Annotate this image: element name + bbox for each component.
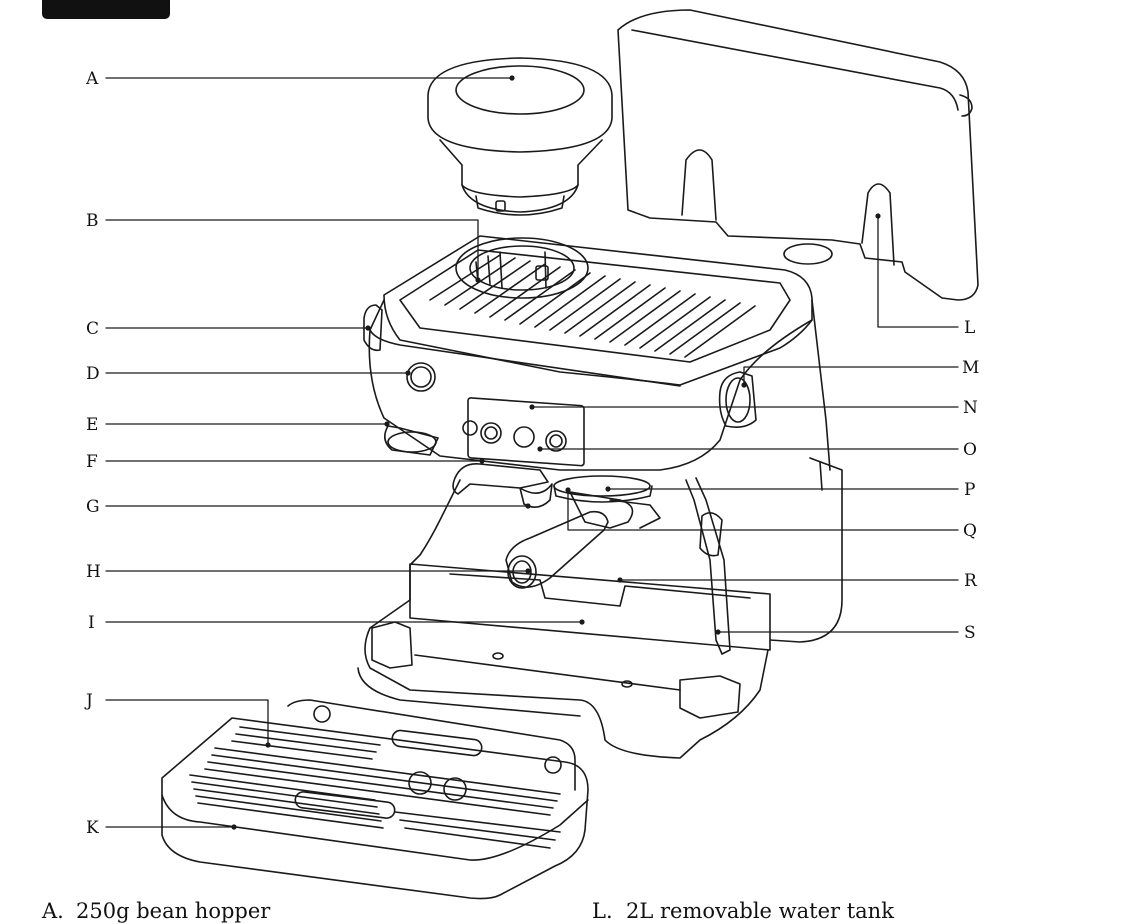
callout-c: C [86, 319, 99, 339]
leader-dots [231, 75, 881, 830]
drip-grille [161, 699, 589, 900]
callout-g: G [86, 497, 100, 517]
leader-m [743, 366, 959, 386]
bean-hopper [427, 57, 613, 216]
callout-b: B [86, 211, 99, 231]
callout-h: H [86, 562, 101, 582]
leader-q [567, 489, 959, 531]
caption-bean-hopper: A. 250g bean hopper [42, 899, 270, 923]
callout-k: K [86, 818, 99, 838]
drip-tray-base [357, 563, 771, 759]
callout-o: O [963, 440, 977, 460]
callout-i: I [88, 613, 95, 633]
callout-d: D [86, 364, 100, 384]
caption-l-letter: L. [592, 899, 613, 923]
caption-water-tank: L. 2L removable water tank [592, 899, 894, 923]
caption-a-text: 250g bean hopper [76, 899, 271, 923]
callout-labels: A B C D E F G H I J K L M N O P Q R S [84, 69, 979, 838]
caption-a-letter: A. [42, 899, 64, 923]
callout-q: Q [963, 521, 977, 541]
caption-l-text: 2L removable water tank [626, 899, 894, 923]
water-tank [617, 9, 979, 301]
section-tab-marker [42, 0, 170, 19]
leader-l [877, 215, 959, 328]
callout-m: M [962, 358, 979, 378]
callout-a: A [85, 69, 99, 89]
callout-n: N [963, 398, 978, 418]
callout-p: P [964, 480, 975, 500]
callout-j: J [84, 691, 93, 711]
machine-body [363, 235, 843, 655]
leader-j [105, 699, 269, 746]
callout-e: E [86, 415, 98, 435]
leader-b [105, 219, 479, 281]
callout-l: L [964, 318, 975, 338]
callout-r: R [964, 571, 978, 591]
callout-f: F [86, 452, 98, 472]
callout-s: S [964, 623, 976, 643]
leader-lines [105, 77, 959, 828]
